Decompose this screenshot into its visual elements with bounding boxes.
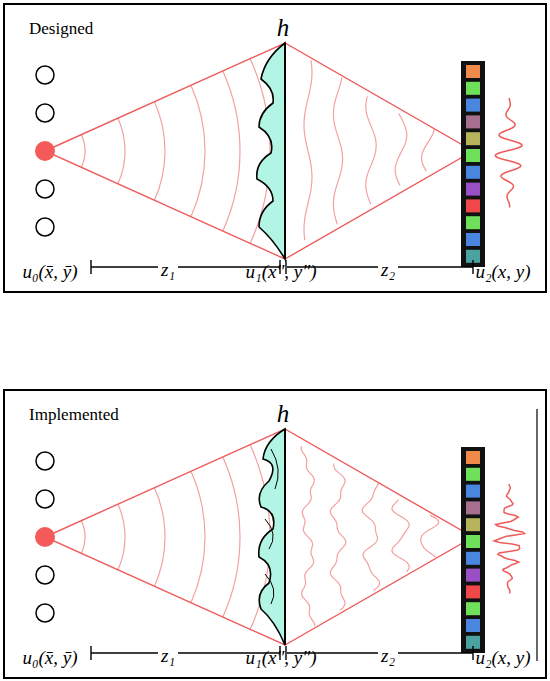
panel-heading: Designed xyxy=(29,19,93,39)
source-point xyxy=(36,180,54,198)
ray-lines xyxy=(45,429,473,645)
figure-panel: Designed h z₁ z₂ u₀(x̄, ȳ) u₁(x″, y″) u₂(x, y) xyxy=(3,3,547,293)
lens-plane xyxy=(284,43,286,259)
pixel xyxy=(466,569,480,582)
wavefront xyxy=(154,102,165,200)
wavefront xyxy=(154,488,165,586)
intensity-profile xyxy=(495,98,522,208)
pixel xyxy=(466,183,480,196)
element-symbol: h xyxy=(277,401,290,426)
field-label: u₁(x″, y″) xyxy=(246,262,317,281)
pixel xyxy=(466,485,480,498)
lens-error xyxy=(265,449,278,604)
pixel xyxy=(466,619,480,632)
figure-panel: Implemented h z₁ z₂ u₀(x̄, ȳ) u₁(x″, y″) u₂(x,… xyxy=(3,389,547,679)
sensor xyxy=(461,447,485,653)
wavefront xyxy=(223,71,240,231)
source-point xyxy=(36,490,54,508)
ray-lines xyxy=(45,43,473,259)
pixel xyxy=(466,216,480,229)
wavefront xyxy=(304,60,312,240)
wavefront xyxy=(301,446,315,626)
wavefront xyxy=(81,135,85,168)
distance-label: z₁ xyxy=(158,260,178,279)
wavefront xyxy=(118,118,125,184)
wavefront xyxy=(223,457,240,617)
element-symbol: h xyxy=(277,15,290,40)
pixel xyxy=(466,535,480,548)
wavefront xyxy=(118,504,125,570)
active-source xyxy=(35,527,55,547)
source-point xyxy=(36,604,54,622)
active-source xyxy=(35,141,55,161)
pixel xyxy=(466,65,480,78)
lens-plane xyxy=(284,429,286,645)
source-point xyxy=(36,104,54,122)
wavefront xyxy=(330,463,346,610)
wavefront xyxy=(421,515,439,557)
distance-label: z₁ xyxy=(158,646,178,665)
field-label: u₀(x̄, ȳ) xyxy=(22,648,77,667)
wavefront xyxy=(191,85,205,216)
lens xyxy=(259,429,285,645)
pixel xyxy=(466,602,480,615)
source-point xyxy=(36,566,54,584)
pixel xyxy=(466,99,480,112)
wavefront xyxy=(366,96,376,204)
axis-line xyxy=(536,409,537,661)
distance-label: z₂ xyxy=(378,646,398,665)
wavefront xyxy=(422,129,435,171)
pixel xyxy=(466,132,480,145)
pixel xyxy=(466,552,480,565)
source-point xyxy=(36,66,54,84)
sensor xyxy=(461,61,485,267)
wavefront xyxy=(395,114,407,186)
wavefront xyxy=(333,77,342,224)
field-label: u₂(x, y) xyxy=(475,262,530,281)
lens xyxy=(257,43,285,259)
pixel xyxy=(466,518,480,531)
wavefront xyxy=(362,482,380,590)
pixel xyxy=(466,199,480,212)
pixel xyxy=(466,115,480,128)
pixel xyxy=(466,166,480,179)
pixel xyxy=(466,451,480,464)
distance-label: z₂ xyxy=(378,260,398,279)
intensity-profile xyxy=(494,484,524,594)
pixel xyxy=(466,501,480,514)
pixel xyxy=(466,82,480,95)
pixel xyxy=(466,468,480,481)
implemented-setup xyxy=(35,409,537,661)
pixel xyxy=(466,585,480,598)
field-label: u₂(x, y) xyxy=(475,648,530,667)
wavefront xyxy=(81,521,85,554)
pixel xyxy=(466,149,480,162)
designed-setup xyxy=(35,43,522,274)
source-point xyxy=(36,218,54,236)
wavefront xyxy=(191,471,205,602)
pixel xyxy=(466,233,480,246)
field-label: u₀(x̄, ȳ) xyxy=(22,262,77,281)
wavefront xyxy=(392,500,410,572)
panel-heading: Implemented xyxy=(29,405,119,425)
field-label: u₁(x″, y″) xyxy=(246,648,317,667)
source-point xyxy=(36,452,54,470)
